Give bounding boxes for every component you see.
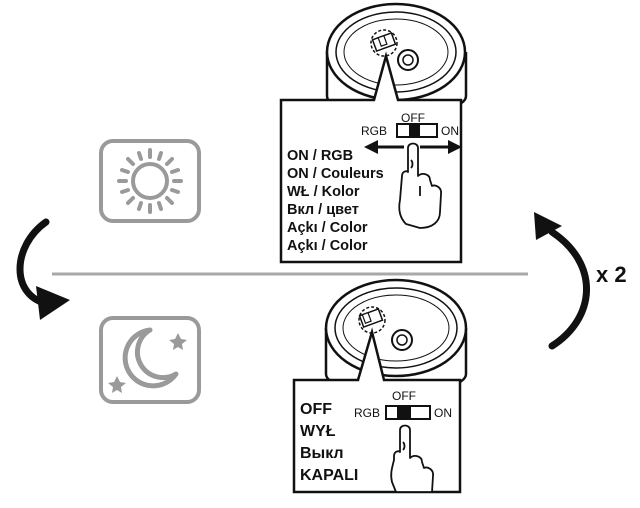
switch-rgb-label: RGB [354,406,380,420]
pointing-finger-icon [398,142,442,229]
moon-stars-icon [99,316,201,404]
mode-label-line: KAPALI [300,467,358,484]
cycle-arrow-up-icon [534,212,590,350]
pointing-finger-icon [390,424,434,493]
mode-label-line: ON / RGB [287,148,353,164]
mode-label-line: WŁ / Kolor [287,184,360,200]
mode-label-line: ON / Couleurs [287,166,384,182]
mode-label-line: OFF [300,401,332,418]
bottom-callout: OFF RGB ON OFF WYŁ Выкл KAPALI [292,327,462,494]
switch-off-label: OFF [401,111,425,125]
top-callout: OFF RGB ON ON / RGB ON / Couleurs WŁ / K… [279,51,463,264]
switch-rgb-label: RGB [361,124,387,138]
mode-label-line: Açkı / Color [287,220,368,236]
mode-label-line: Вкл / цвет [287,202,359,218]
switch-on-label: ON [434,406,452,420]
mode-label-line: WYŁ [300,423,336,440]
mode-label-line: Açkı / Color [287,238,368,254]
device-top [325,2,468,116]
switch-off-label: OFF [392,389,416,403]
repeat-label: x 2 [596,262,627,287]
mode-label-line: Выкл [300,445,344,462]
cycle-arrow-down-icon [16,218,70,320]
device-bottom [324,278,468,394]
sun-icon [99,139,201,223]
switch-on-label: ON [441,124,459,138]
